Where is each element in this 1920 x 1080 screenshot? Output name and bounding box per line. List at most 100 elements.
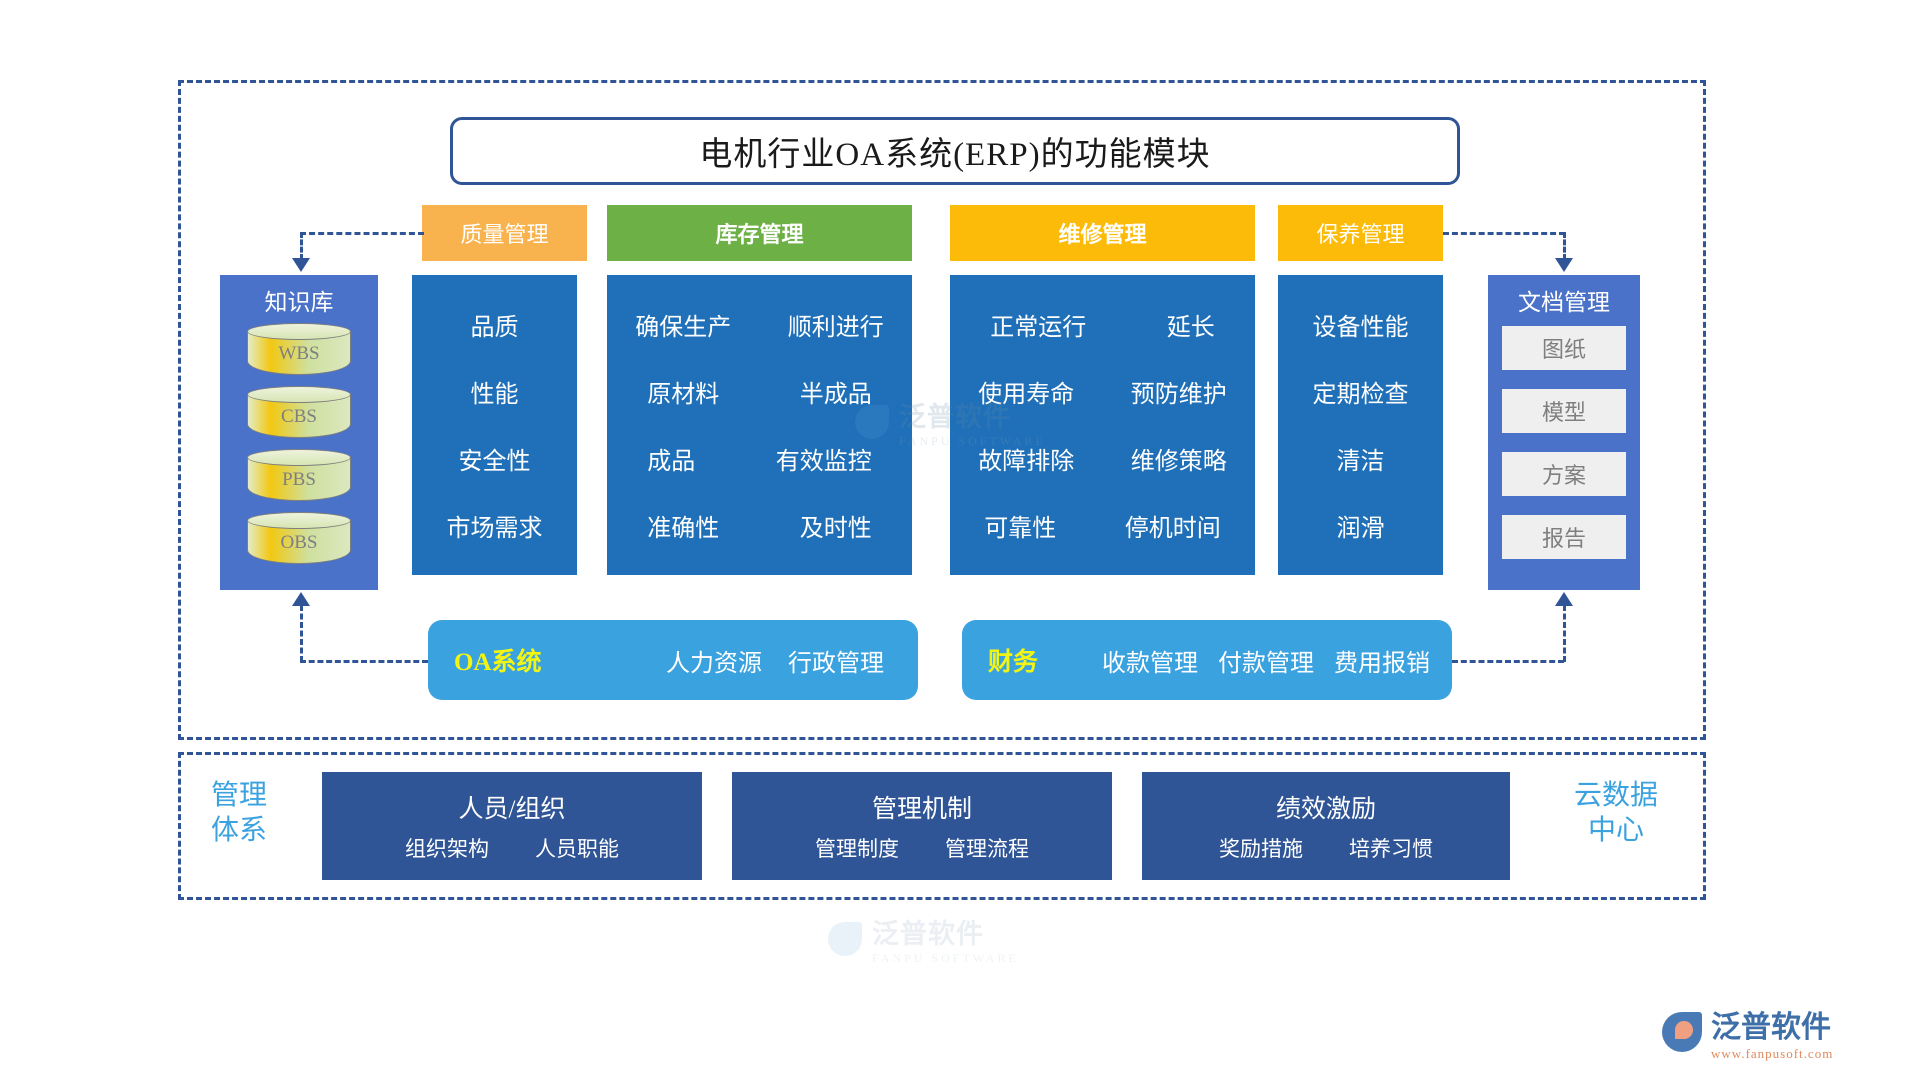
management-subitem: 培养习惯 (1349, 837, 1433, 861)
cylinder-label: CBS (281, 406, 317, 427)
management-system-label: 管理 体系 (196, 778, 282, 848)
panel-cell: 成品 (647, 449, 696, 475)
database-cylinder-pbs[interactable]: PBS (247, 449, 351, 505)
database-cylinder-cbs[interactable]: CBS (247, 386, 351, 442)
connector-upkeep-to-doc-horizontal (1443, 232, 1565, 235)
cylinder-top (247, 512, 351, 529)
management-card-title: 管理机制 (871, 796, 972, 823)
category-label-upkeep: 保养管理 (1316, 222, 1405, 247)
database-cylinder-obs[interactable]: OBS (247, 512, 351, 568)
brand-logo: 泛普软件 www.fanpusoft.com (1662, 1002, 1833, 1062)
cloud-data-center-line2: 中心 (1587, 815, 1644, 846)
panel-inventory: 确保生产 顺利进行 原材料 半成品 成品 有效监控 准确性 及时性 (607, 275, 912, 575)
erp-modules-frame (178, 80, 1706, 740)
management-card-subitems: 组织架构 人员职能 (405, 833, 619, 863)
category-header-quality[interactable]: 质量管理 (422, 205, 587, 261)
cloud-data-center-label: 云数据 中心 (1556, 778, 1676, 848)
panel-row: 性能 (412, 358, 577, 425)
cylinder-label: PBS (282, 469, 316, 490)
panel-row: 确保生产 顺利进行 (607, 291, 912, 358)
oa-system-label: OA系统 (454, 649, 542, 676)
finance-items: 收款管理 付款管理 费用报销 (1102, 643, 1430, 678)
panel-cell: 安全性 (458, 449, 531, 475)
panel-cell: 润滑 (1336, 516, 1385, 542)
knowledge-base-panel: 知识库 WBS CBS PBS OBS (220, 275, 378, 590)
doc-button-drawing[interactable]: 图纸 (1502, 326, 1626, 370)
panel-row: 故障排除 维修策略 (950, 425, 1255, 492)
category-label-repair: 维修管理 (1058, 222, 1147, 247)
panel-cell: 故障排除 (978, 449, 1075, 475)
management-subitem: 人员职能 (535, 837, 619, 861)
watermark-logo-icon (828, 922, 862, 956)
panel-row: 准确性 及时性 (607, 492, 912, 559)
management-card-title: 人员/组织 (458, 796, 566, 823)
arrow-up-icon (292, 592, 310, 606)
page-title-text: 电机行业OA系统(ERP)的功能模块 (699, 137, 1211, 173)
panel-cell: 有效监控 (775, 449, 872, 475)
panel-cell: 及时性 (799, 516, 872, 542)
category-label-inventory: 库存管理 (715, 222, 804, 247)
category-header-repair[interactable]: 维修管理 (950, 205, 1255, 261)
finance-item-receivable: 收款管理 (1102, 650, 1198, 677)
management-subitem: 管理流程 (945, 837, 1029, 861)
panel-cell: 准确性 (647, 516, 720, 542)
management-card-subitems: 管理制度 管理流程 (815, 833, 1029, 863)
panel-cell: 可靠性 (984, 516, 1057, 542)
panel-cell: 市场需求 (446, 516, 543, 542)
watermark-subtext: FANPU SOFTWARE (872, 951, 1019, 965)
panel-cell: 预防维护 (1130, 382, 1227, 408)
finance-bar[interactable]: 财务 收款管理 付款管理 费用报销 (962, 620, 1452, 700)
panel-cell: 定期检查 (1312, 382, 1409, 408)
cylinder-top (247, 323, 351, 340)
panel-row: 定期检查 (1278, 358, 1443, 425)
category-header-inventory[interactable]: 库存管理 (607, 205, 912, 261)
doc-button-report[interactable]: 报告 (1502, 515, 1626, 559)
doc-button-plan[interactable]: 方案 (1502, 452, 1626, 496)
cylinder-top (247, 449, 351, 466)
management-card-mechanism[interactable]: 管理机制 管理制度 管理流程 (732, 772, 1112, 880)
panel-cell: 性能 (470, 382, 519, 408)
arrow-up-icon (1555, 592, 1573, 606)
oa-system-bar[interactable]: OA系统 人力资源 行政管理 (428, 620, 918, 700)
panel-cell: 顺利进行 (787, 315, 884, 341)
watermark-text: 泛普软件 (872, 919, 984, 949)
oa-item-admin: 行政管理 (788, 650, 884, 677)
management-system-frame (178, 752, 1706, 900)
panel-row: 设备性能 (1278, 291, 1443, 358)
panel-cell: 清洁 (1336, 449, 1385, 475)
panel-cell: 正常运行 (990, 315, 1087, 341)
oa-system-items: 人力资源 行政管理 (666, 643, 884, 678)
oa-item-hr: 人力资源 (666, 650, 762, 677)
finance-label: 财务 (988, 649, 1039, 676)
brand-url: www.fanpusoft.com (1711, 1046, 1834, 1061)
management-subitem: 组织架构 (405, 837, 489, 861)
management-subitem: 管理制度 (815, 837, 899, 861)
management-card-subitems: 奖励措施 培养习惯 (1219, 833, 1433, 863)
panel-row: 可靠性 停机时间 (950, 492, 1255, 559)
brand-name: 泛普软件 (1711, 1011, 1831, 1044)
panel-row: 市场需求 (412, 492, 577, 559)
management-card-personnel[interactable]: 人员/组织 组织架构 人员职能 (322, 772, 702, 880)
cylinder-label: WBS (278, 343, 320, 364)
finance-item-payable: 付款管理 (1218, 650, 1314, 677)
doc-button-model[interactable]: 模型 (1502, 389, 1626, 433)
watermark-lower: 泛普软件 FANPU SOFTWARE (828, 912, 1019, 966)
management-card-performance[interactable]: 绩效激励 奖励措施 培养习惯 (1142, 772, 1510, 880)
panel-cell: 品质 (470, 315, 519, 341)
arrow-down-icon (1555, 258, 1573, 272)
page-title: 电机行业OA系统(ERP)的功能模块 (450, 117, 1460, 185)
panel-row: 安全性 (412, 425, 577, 492)
panel-quality: 品质 性能 安全性 市场需求 (412, 275, 577, 575)
database-cylinder-wbs[interactable]: WBS (247, 323, 351, 379)
arrow-down-icon (292, 258, 310, 272)
cloud-data-center-line1: 云数据 (1573, 780, 1658, 811)
connector-quality-to-kb-vertical (300, 232, 303, 260)
management-card-title: 绩效激励 (1275, 796, 1376, 823)
management-system-label-line2: 体系 (210, 815, 267, 846)
panel-cell: 半成品 (799, 382, 872, 408)
document-management-title: 文档管理 (1518, 290, 1610, 315)
category-header-upkeep[interactable]: 保养管理 (1278, 205, 1443, 261)
connector-finance-to-doc-horizontal (1452, 660, 1564, 663)
connector-quality-to-kb-horizontal (300, 232, 424, 235)
